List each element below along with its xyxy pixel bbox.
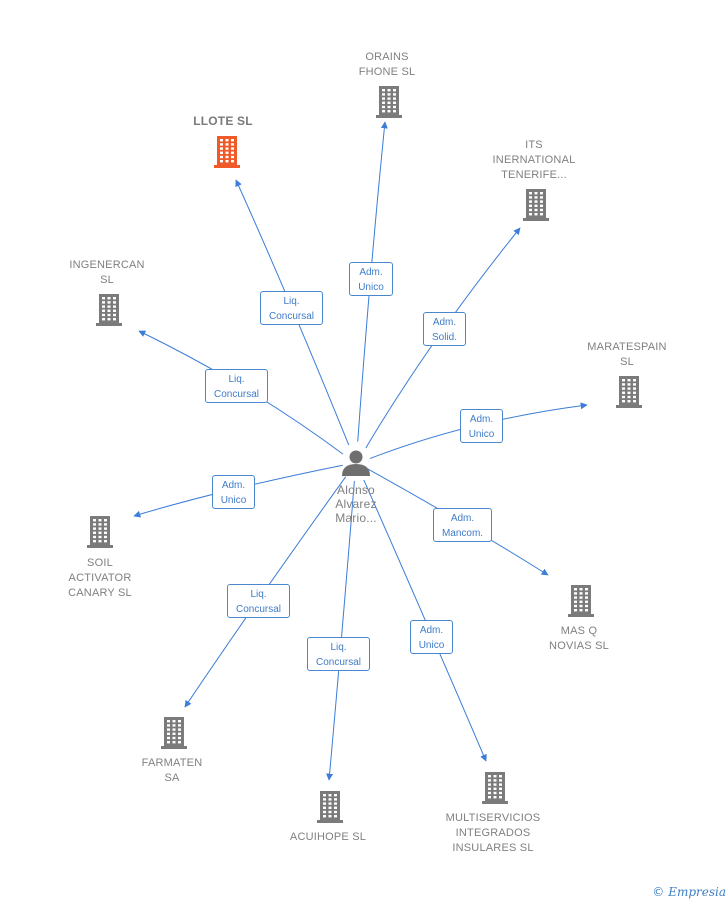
company-label-masq[interactable]: MAS Q NOVIAS SL bbox=[549, 625, 609, 652]
role-badge-soil: Adm. Unico bbox=[212, 475, 255, 509]
watermark-text: Empresia bbox=[668, 885, 726, 899]
building-icon-multiservicios[interactable] bbox=[482, 772, 508, 804]
company-label-ingenercan[interactable]: INGENERCAN SL bbox=[69, 259, 145, 286]
building-icon-maratespain[interactable] bbox=[616, 376, 642, 408]
building-icon-soil[interactable] bbox=[87, 516, 113, 548]
role-badge-orains: Adm. Unico bbox=[349, 262, 393, 296]
person-icon[interactable] bbox=[342, 450, 370, 477]
copyright-icon: © bbox=[652, 885, 665, 899]
role-badge-ingenercan: Liq. Concursal bbox=[205, 369, 268, 403]
building-icon-ingenercan[interactable] bbox=[96, 294, 122, 326]
company-label-maratespain[interactable]: MARATESPAIN SL bbox=[587, 341, 667, 368]
person-name[interactable]: Alonso Alvarez Mario... bbox=[335, 483, 377, 525]
role-badge-farmaten: Liq. Concursal bbox=[227, 584, 290, 618]
role-badge-multiservicios: Adm. Unico bbox=[410, 620, 453, 654]
building-icon-llote[interactable] bbox=[214, 136, 240, 168]
role-badge-maratespain: Adm. Unico bbox=[460, 409, 503, 443]
role-badge-acuihope: Liq. Concursal bbox=[307, 637, 370, 671]
watermark: ©Empresia bbox=[652, 885, 726, 899]
company-label-llote[interactable]: LLOTE SL bbox=[193, 114, 253, 128]
role-badge-masq: Adm. Mancom. bbox=[433, 508, 492, 542]
company-label-acuihope[interactable]: ACUIHOPE SL bbox=[289, 831, 367, 843]
building-icon-masq[interactable] bbox=[568, 585, 594, 617]
role-badge-llote: Liq. Concursal bbox=[260, 291, 323, 325]
company-label-its[interactable]: ITS INERNATIONAL TENERIFE... bbox=[492, 139, 576, 181]
building-icon-its[interactable] bbox=[523, 189, 549, 221]
role-badge-its: Adm. Solid. bbox=[423, 312, 466, 346]
company-label-farmaten[interactable]: FARMATEN SA bbox=[141, 757, 203, 784]
company-label-soil[interactable]: SOIL ACTIVATOR CANARY SL bbox=[68, 557, 132, 599]
company-label-multiservicios[interactable]: MULTISERVICIOS INTEGRADOS INSULARES SL bbox=[445, 812, 541, 854]
company-label-orains[interactable]: ORAINS FHONE SL bbox=[358, 51, 416, 78]
building-icon-orains[interactable] bbox=[376, 86, 402, 118]
building-icon-farmaten[interactable] bbox=[161, 717, 187, 749]
edge-acuihope bbox=[326, 481, 355, 781]
building-icon-acuihope[interactable] bbox=[317, 791, 343, 823]
